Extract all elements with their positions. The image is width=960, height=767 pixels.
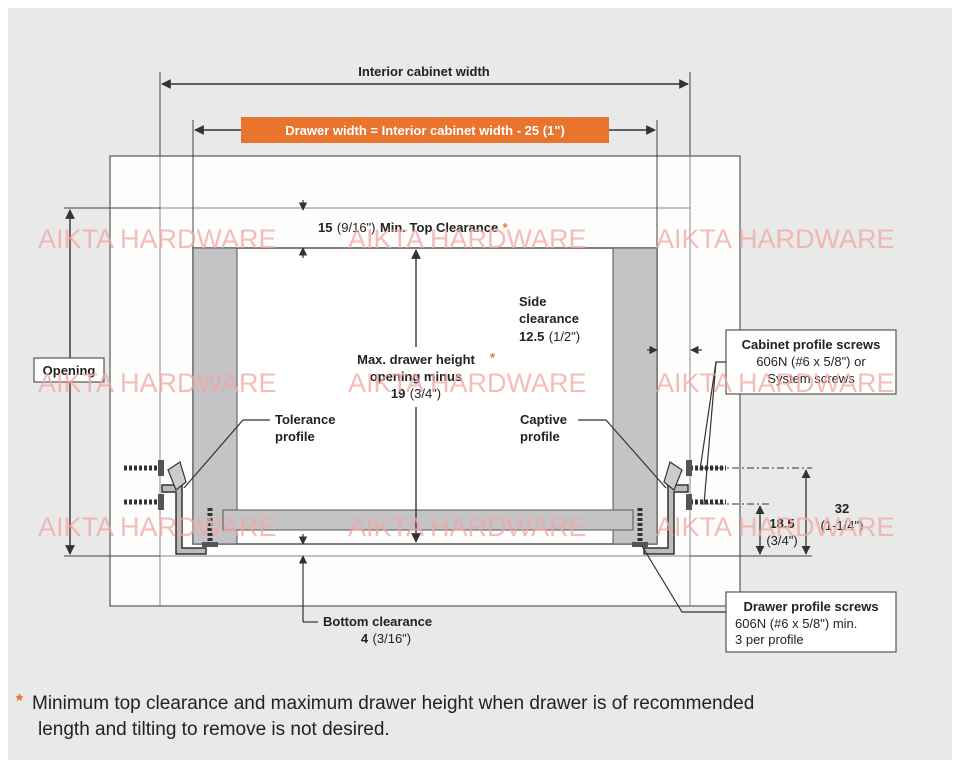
- bottom-clearance-value-line: 4 (3/16"): [361, 630, 411, 647]
- top-clearance-label: 15 (9/16") Min. Top Clearance *: [318, 219, 509, 236]
- side-clearance-line2: clearance: [519, 311, 579, 326]
- tolerance-profile-leader: [183, 419, 270, 489]
- bottom-clearance-value: 4: [361, 631, 369, 646]
- footnote-line1: Minimum top clearance and maximum drawer…: [32, 693, 754, 714]
- watermark-text: AIKTA HARDWARE: [348, 512, 587, 542]
- drawer-screws-line1: 606N (#6 x 5/8") min.: [735, 616, 857, 631]
- tolerance-profile-line2: profile: [275, 429, 315, 444]
- top-clearance-imperial: (9/16"): [337, 220, 376, 235]
- captive-profile-line1: Captive: [520, 412, 567, 427]
- drawer-width-label: Drawer width = Interior cabinet width - …: [285, 123, 565, 138]
- cabinet-screws-line2: System screws: [767, 371, 855, 386]
- captive-profile-leader: [578, 419, 667, 489]
- cabinet-screws-callout-box: [725, 329, 897, 395]
- top-clearance-value: 15: [318, 220, 332, 235]
- drawer-width-banner: [241, 117, 609, 143]
- watermark-text: AIKTA HARDWARE: [348, 224, 587, 254]
- max-height-asterisk: *: [490, 350, 496, 365]
- watermark-text: AIKTA HARDWARE: [38, 224, 277, 254]
- max-height-value-line: 19 (3/4"): [391, 385, 441, 402]
- tolerance-profile-rail: [161, 484, 207, 555]
- watermark-text: AIKTA HARDWARE: [656, 368, 895, 398]
- dim-32-value: 32: [835, 501, 849, 516]
- cabinet-screws-leader-b: [703, 361, 717, 505]
- dim-32-imperial: (1-1/4"): [821, 518, 864, 533]
- interior-width-label: Interior cabinet width: [358, 64, 490, 79]
- drawer-bottom-panel: [222, 509, 634, 531]
- dim-18-imperial: (3/4"): [766, 533, 797, 548]
- watermark-text: AIKTA HARDWARE: [38, 368, 277, 398]
- watermark-text: AIKTA HARDWARE: [348, 368, 587, 398]
- max-height-imperial: (3/4"): [410, 386, 441, 401]
- drawer-screws-line2: 3 per profile: [735, 632, 804, 647]
- drawer-screws-leader: [641, 545, 726, 613]
- cabinet-screws-left: [124, 460, 164, 510]
- top-clearance-asterisk: *: [503, 220, 509, 235]
- opening-label: Opening: [43, 363, 96, 378]
- top-clearance-text: Min. Top Clearance: [380, 220, 498, 235]
- captive-profile-line2: profile: [520, 429, 560, 444]
- drawer-screws: [202, 508, 648, 547]
- max-height-label-bg: [342, 347, 490, 407]
- watermark-text: AIKTA HARDWARE: [38, 512, 277, 542]
- cabinet-screws-line1: 606N (#6 x 5/8") or: [756, 354, 866, 369]
- side-clearance-imperial: (1/2"): [549, 329, 580, 344]
- max-height-line2: opening minus: [370, 369, 462, 384]
- watermark-layer: AIKTA HARDWARE AIKTA HARDWARE AIKTA HARD…: [38, 224, 895, 542]
- drawer-right-side: [612, 247, 658, 545]
- tolerance-profile-line1: Tolerance: [275, 412, 335, 427]
- side-clearance-line1: Side: [519, 294, 546, 309]
- side-clearance-value-line: 12.5 (1/2"): [519, 328, 580, 345]
- side-clearance-value: 12.5: [519, 329, 544, 344]
- footnote-line2: length and tilting to remove is not desi…: [38, 719, 390, 740]
- captive-profile-rail: [643, 484, 689, 555]
- max-height-value: 19: [391, 386, 405, 401]
- bottom-clearance-imperial: (3/16"): [373, 631, 412, 646]
- bottom-clearance-text: Bottom clearance: [323, 614, 432, 629]
- captive-profile-clip: [663, 461, 683, 491]
- drawer-screws-callout-box: [725, 591, 897, 653]
- drawer-left-side: [192, 247, 238, 545]
- footnote-asterisk: *: [16, 691, 23, 711]
- max-height-line1: Max. drawer height: [357, 352, 475, 367]
- opening-label-box: [33, 357, 105, 383]
- watermark-text: AIKTA HARDWARE: [656, 224, 895, 254]
- cabinet-screws-title: Cabinet profile screws: [742, 337, 881, 352]
- tolerance-profile-clip: [167, 461, 187, 491]
- dim-18-value: 18.5: [769, 516, 794, 531]
- watermark-text: AIKTA HARDWARE: [656, 512, 895, 542]
- drawer-screws-title: Drawer profile screws: [743, 599, 878, 614]
